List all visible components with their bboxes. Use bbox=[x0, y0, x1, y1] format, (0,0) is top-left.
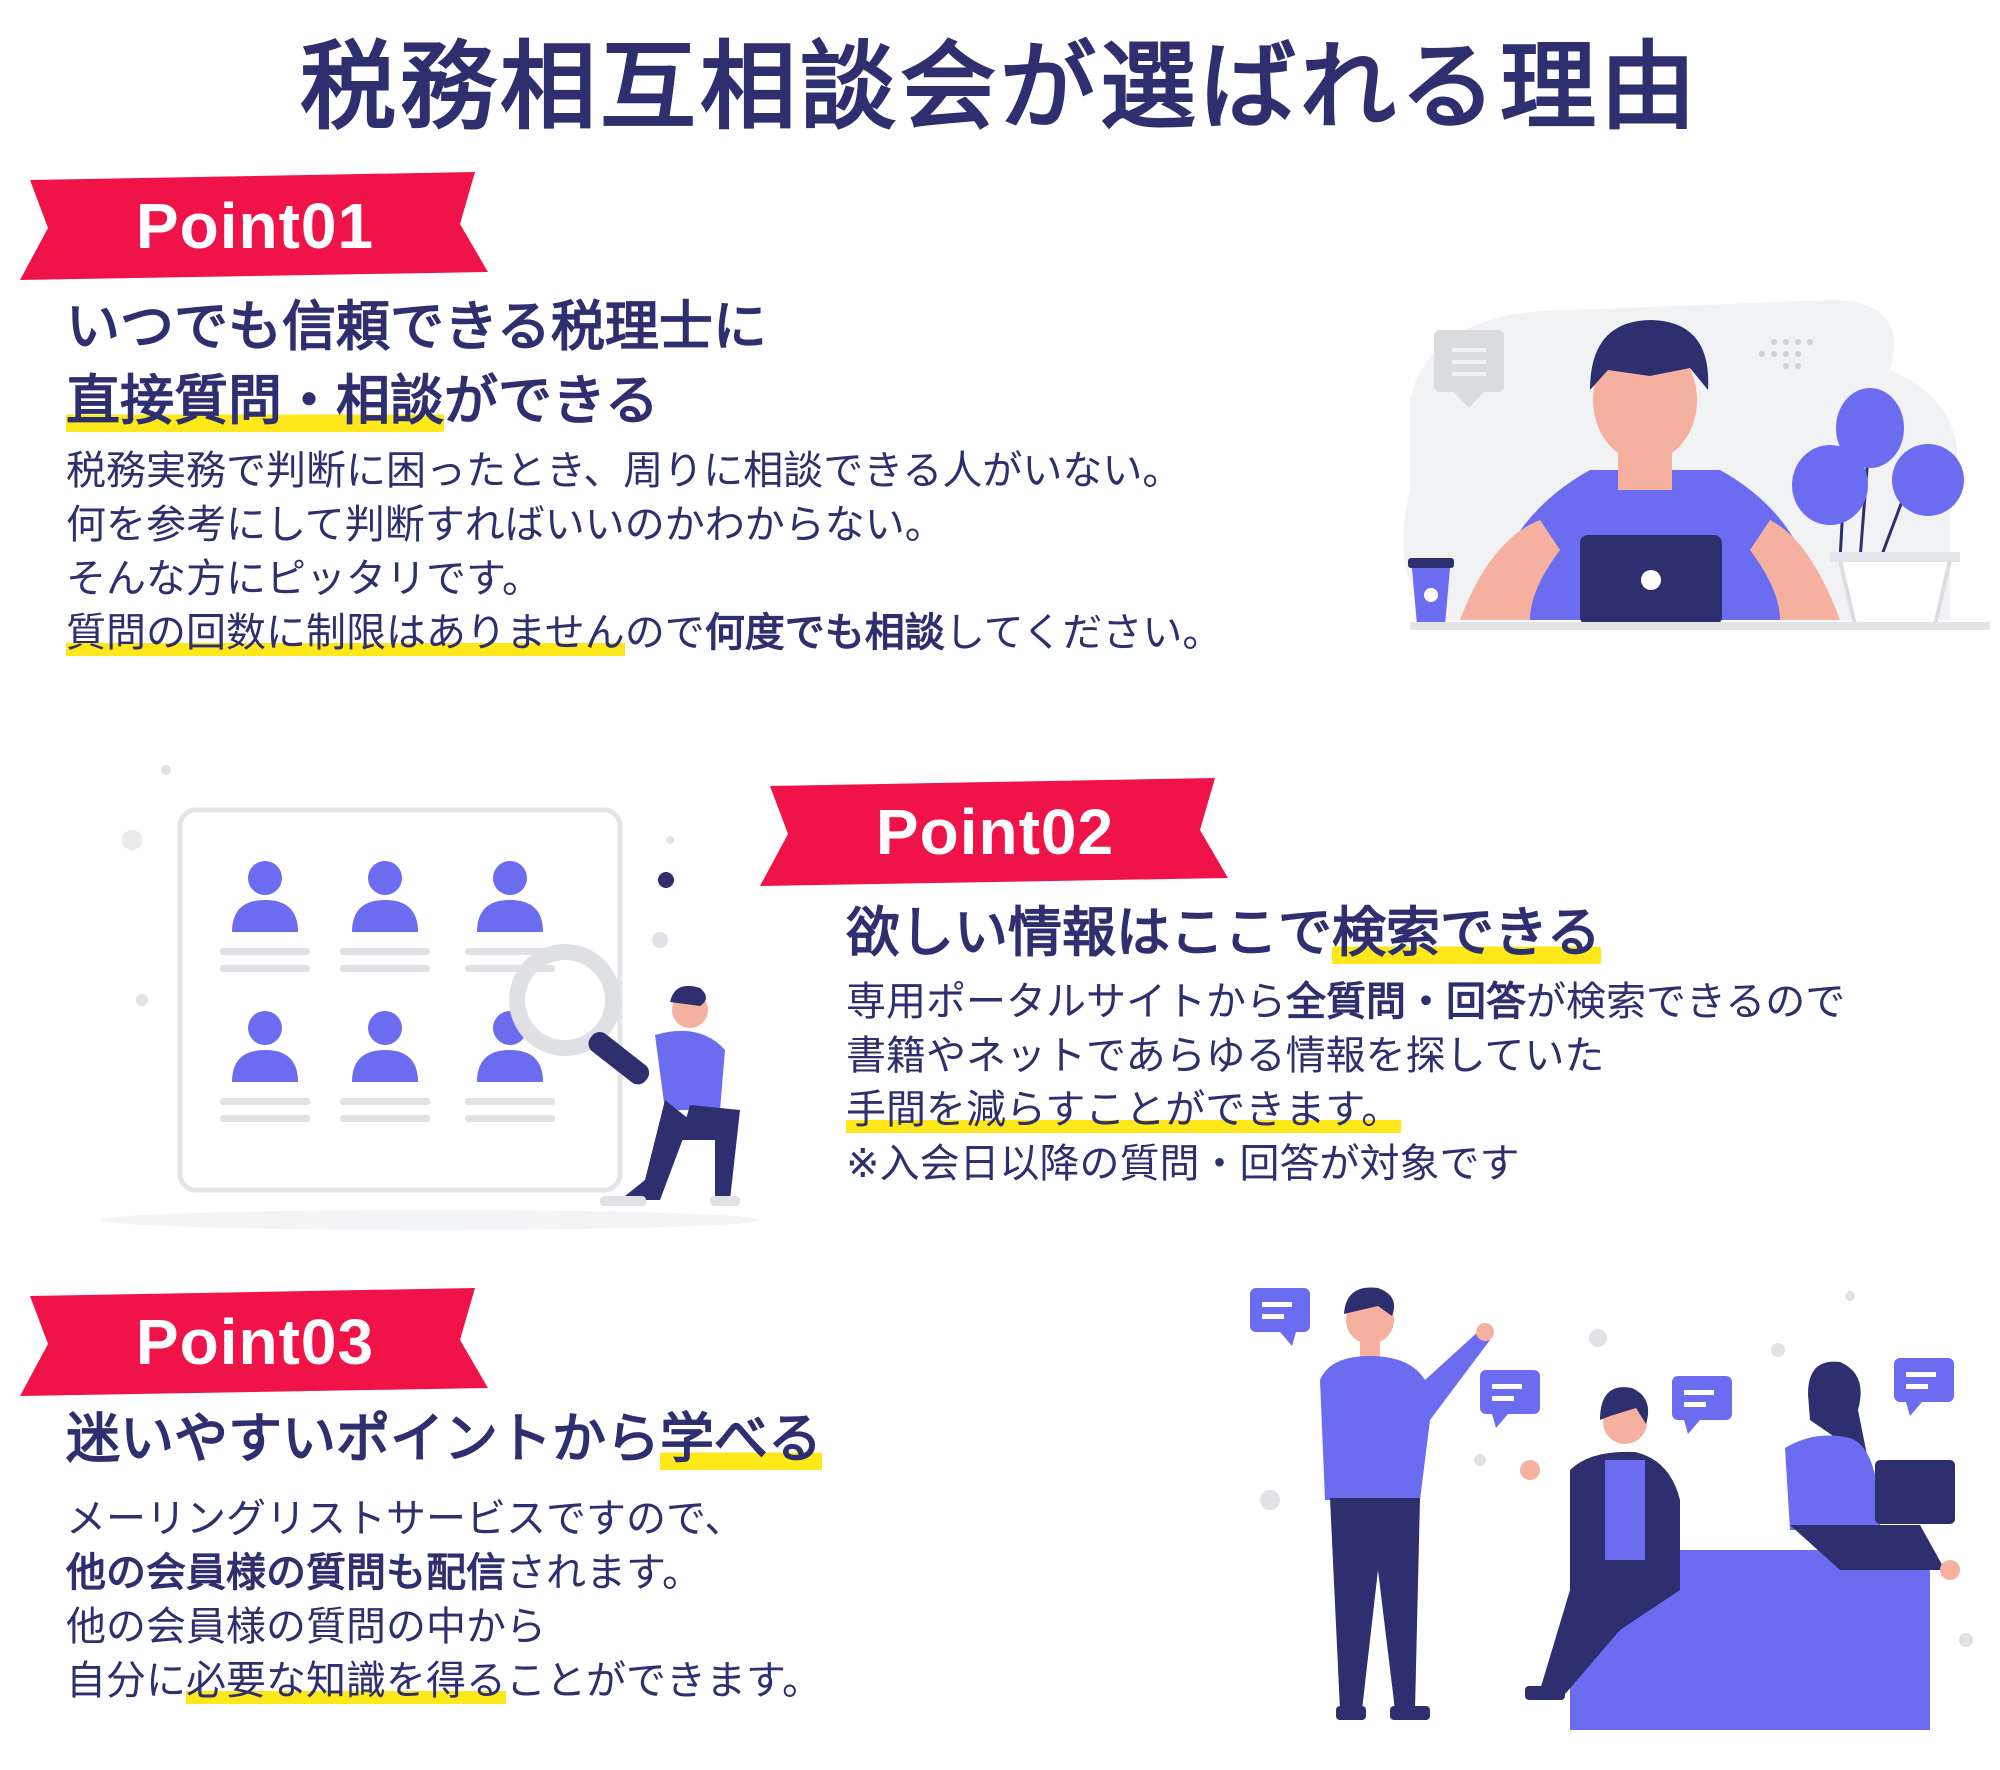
point02-label: Point02 bbox=[875, 796, 1115, 868]
magnifier-icon bbox=[509, 944, 650, 1085]
dots-pattern bbox=[1759, 339, 1813, 369]
man-avatar bbox=[1460, 320, 1840, 625]
seated-woman bbox=[1520, 1387, 1680, 1700]
point01-heading-line1: いつでも信頼できる税理士に bbox=[66, 295, 767, 358]
point02-ribbon: Point02 bbox=[760, 778, 1230, 886]
user-icons-grid bbox=[220, 861, 555, 1122]
chat-bubble-icon bbox=[1672, 1376, 1732, 1434]
point02-heading: 欲しい情報はここで検索できる bbox=[846, 901, 1601, 964]
document-icon bbox=[1452, 348, 1486, 376]
search-people-illustration bbox=[100, 765, 760, 1230]
page-title: 税務相互相談会が選ばれる理由 bbox=[300, 31, 1700, 143]
point01-body: 税務実務で判断に困ったとき、周りに相談できる人がいない。 何を参考にして判断すれ… bbox=[66, 448, 1223, 656]
point03-label: Point03 bbox=[135, 1306, 375, 1378]
standing-man bbox=[1320, 1287, 1494, 1720]
point03-ribbon: Point03 bbox=[20, 1288, 490, 1396]
chat-bubble-icon bbox=[1894, 1358, 1954, 1416]
point03-heading-highlight: 学べる bbox=[660, 1407, 822, 1470]
point03-heading: 迷いやすいポイントから学べる bbox=[66, 1407, 822, 1470]
chatting-people-illustration bbox=[1250, 1287, 1973, 1730]
seated-woman-laptop bbox=[1785, 1361, 1960, 1580]
point02-body: 専用ポータルサイトから全質問・回答が検索できるので 書籍やネットであらゆる情報を… bbox=[846, 979, 1846, 1187]
point02-heading-highlight: 検索できる bbox=[1332, 901, 1601, 964]
point01-heading-highlight: 直接質問・相談 bbox=[66, 369, 444, 432]
point03-body: メーリングリストサービスですので、 他の会員様の質問も配信されます。 他の会員様… bbox=[66, 1496, 822, 1704]
point01-heading: いつでも信頼できる税理士に 直接質問・相談ができる bbox=[66, 290, 767, 438]
point01-ribbon: Point01 bbox=[20, 172, 490, 280]
chat-bubble-icon bbox=[1250, 1288, 1310, 1346]
kneeling-man bbox=[600, 985, 740, 1206]
chat-bubble-icon bbox=[1480, 1370, 1540, 1428]
laptop-man-illustration bbox=[1403, 300, 1990, 630]
point01-label: Point01 bbox=[135, 190, 375, 262]
coffee-cup-icon bbox=[1408, 558, 1454, 625]
